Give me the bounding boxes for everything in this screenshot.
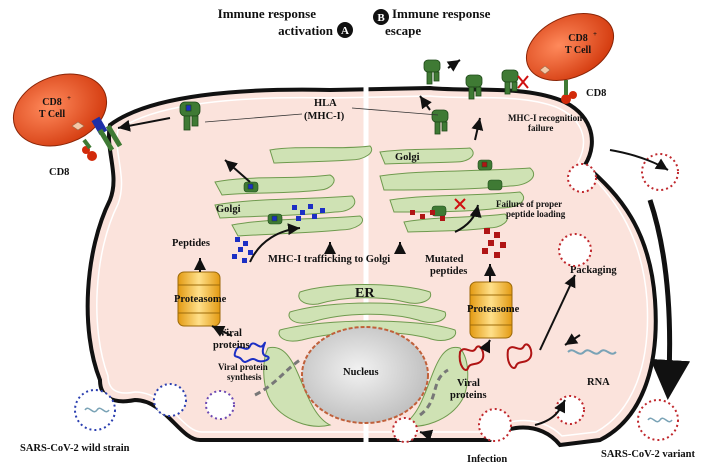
hla-line1: HLA [314, 98, 337, 109]
viral-protein-red [458, 343, 533, 371]
tcell-right: CD8 + T Cell [525, 13, 615, 104]
cell-membrane-inner [96, 95, 649, 437]
proteasome-left-label: Proteasome [174, 294, 227, 305]
tcell-left-line2: T Cell [39, 109, 65, 120]
hla-label: HLA (MHC-I) [204, 98, 439, 123]
svg-text:+: + [67, 94, 71, 102]
mutated-line1: Mutated [425, 254, 464, 265]
loading-fail-line2: peptide loading [506, 209, 566, 219]
tcell-left: CD8 + T Cell [12, 73, 123, 161]
header-a-line1: Immune response [218, 6, 317, 21]
tcell-left-line1: CD8 [42, 97, 61, 108]
proteasome-right-glyph [469, 281, 513, 339]
golgi-left-label: Golgi [216, 204, 241, 215]
synthesis-line2: synthesis [227, 372, 262, 382]
dashed-arrow-left [254, 358, 301, 397]
peptides-red [410, 210, 506, 258]
viral-proteins-right-line1: Viral [457, 378, 480, 389]
nucleus-label: Nucleus [343, 367, 379, 378]
svg-text:+: + [593, 30, 597, 38]
badge-a: A [341, 25, 349, 37]
viral-protein-blue [233, 341, 270, 363]
er-label: ER [355, 286, 375, 301]
tcell-right-line1: CD8 [568, 33, 587, 44]
virus-wild-strain [74, 389, 116, 431]
packaging-label: Packaging [570, 265, 617, 276]
mhc-fail-line2: failure [528, 123, 553, 133]
hla-line2: (MHC-I) [304, 111, 345, 122]
loading-fail-x [454, 198, 466, 210]
proteasome-right-label: Proteasome [467, 304, 520, 315]
badge-b: B [377, 12, 385, 24]
infection-label: Infection [467, 454, 507, 465]
mhc-molecules [179, 59, 519, 135]
viral-proteins-left-line1: Viral [219, 328, 242, 339]
recognition-fail-x [517, 75, 529, 89]
peptides-label: Peptides [172, 238, 210, 249]
variant-label: SARS-CoV-2 variant [601, 449, 696, 460]
rna-label: RNA [587, 377, 610, 388]
mutated-line2: peptides [430, 266, 467, 277]
mhc-fail-line1: MHC-I recognition [508, 113, 582, 123]
virus-variant [392, 153, 679, 443]
big-variant-arrow [647, 199, 691, 400]
proteasome-left-glyph [177, 271, 221, 327]
flow-arrows [117, 59, 669, 442]
loading-fail-line1: Failure of proper [496, 199, 562, 209]
header-b-line2: escape [385, 23, 421, 38]
wild-strain-label: SARS-CoV-2 wild strain [20, 443, 130, 454]
header-a-line2: activation [278, 23, 334, 38]
header-a: Immune response activation A [218, 6, 353, 38]
header-b: B Immune response escape [373, 6, 491, 38]
trafficking-label: MHC-I trafficking to Golgi [268, 254, 390, 265]
synthesis-line1: Viral protein [218, 362, 268, 372]
viral-proteins-right-line2: proteins [450, 390, 487, 401]
nucleus [301, 326, 429, 424]
cd8-left-label: CD8 [49, 167, 69, 178]
tcell-right-line2: T Cell [565, 45, 591, 56]
header-b-line1: Immune response [392, 6, 491, 21]
golgi [214, 145, 535, 237]
golgi-right-label: Golgi [395, 152, 420, 163]
rna-strand [567, 349, 617, 355]
viral-proteins-left-line2: proteins [213, 340, 250, 351]
peptides-blue [232, 204, 325, 263]
cd8-right-label: CD8 [586, 88, 606, 99]
